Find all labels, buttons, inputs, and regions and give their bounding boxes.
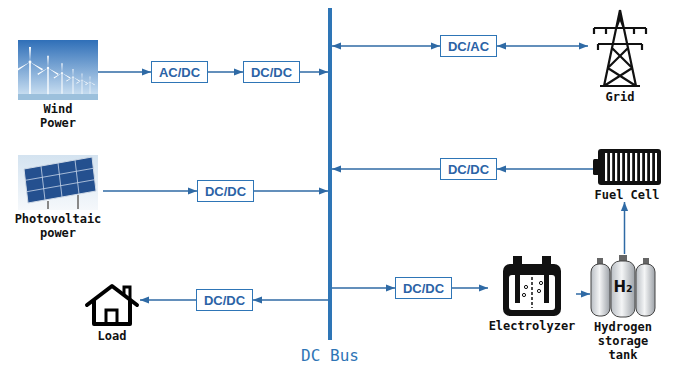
illustration-part: [94, 300, 130, 324]
illustration-part: [24, 157, 96, 203]
converter-label: AC/DC: [159, 65, 200, 80]
illustration-part: [522, 293, 525, 296]
converter-label: DC/DC: [205, 184, 246, 199]
connector-arrow: [140, 299, 196, 301]
illustration-part: [106, 310, 117, 324]
converter-label: DC/DC: [204, 293, 245, 308]
converter-box: DC/DC: [440, 158, 497, 180]
house-icon: [84, 283, 140, 327]
solar-panel-illustration: [18, 155, 98, 210]
load-caption: Load: [97, 329, 127, 343]
illustration-part: [522, 281, 542, 296]
grid-node: Grid: [588, 8, 652, 104]
illustration-part: [539, 281, 542, 284]
converter-box: DC/DC: [197, 180, 254, 202]
illustration-part: [25, 160, 94, 200]
illustration-part: [503, 264, 561, 316]
illustration-part: [605, 153, 657, 181]
illustration-part: [54, 63, 71, 94]
connector-arrow: [332, 287, 395, 289]
connector-arrow: [208, 71, 243, 73]
converter-box: DC/DC: [243, 61, 300, 83]
converter-label: DC/DC: [251, 65, 292, 80]
wind-farm-illustration: [18, 40, 98, 100]
illustration-part: [66, 69, 80, 94]
electrolyzer-node: Electrolyzer: [488, 255, 576, 333]
chemical-formula: H₂: [613, 278, 632, 296]
converter-label: DC/DC: [448, 162, 489, 177]
illustration-part: [18, 40, 98, 100]
grid-caption: Grid: [605, 90, 635, 104]
illustration-part: [18, 155, 98, 210]
illustration-part: [515, 269, 520, 303]
connector-arrow: [332, 45, 440, 47]
dc-bus-bar: DC Bus: [328, 8, 332, 340]
converter-label: DC/DC: [403, 281, 444, 296]
source-caption: Photovoltaic power: [13, 212, 103, 240]
device-caption: Fuel Cell: [594, 188, 661, 202]
connector-arrow: [624, 202, 626, 254]
device-caption: Electrolyzer: [488, 319, 576, 333]
converter-box: DC/DC: [395, 277, 452, 299]
bus-label: DC Bus: [301, 346, 359, 365]
illustration-part: [524, 285, 527, 288]
converter-box: DC/AC: [440, 35, 497, 57]
illustration-part: [18, 47, 43, 94]
illustration-part: [37, 56, 58, 95]
illustration-part: [77, 195, 79, 209]
converter-box: AC/DC: [151, 61, 208, 83]
illustration-part: [591, 264, 610, 316]
wind-power-node: Wind Power: [18, 40, 98, 130]
connector-arrow: [98, 71, 151, 73]
transmission-tower-icon: [588, 8, 652, 88]
illustration-part: [598, 149, 661, 185]
illustration-part: [531, 277, 533, 308]
fuel-cell-node: Fuel Cell: [593, 148, 661, 202]
illustration-part: [594, 10, 646, 86]
connector-arrow: [452, 287, 488, 289]
illustration-part: [85, 76, 95, 93]
connector-arrow: [254, 190, 328, 192]
connector-arrow: [576, 293, 590, 295]
load-node: Load: [84, 283, 140, 343]
connector-arrow: [332, 168, 440, 170]
illustration-part: [47, 201, 49, 209]
hydrogen-tank-node: Hydrogen storage tank H₂: [590, 254, 656, 362]
converter-label: DC/AC: [448, 39, 489, 54]
illustration-part: [636, 264, 655, 316]
device-caption: Hydrogen storage tank: [590, 320, 656, 362]
illustration-part: [537, 289, 540, 292]
connector-arrow: [497, 45, 588, 47]
source-caption: Wind Power: [28, 102, 88, 130]
illustration-part: [76, 73, 87, 94]
connector-arrow: [497, 168, 593, 170]
fuel-cell-icon: [593, 148, 661, 186]
illustration-part: [124, 287, 130, 300]
connector-arrow: [253, 299, 328, 301]
photovoltaic-node: Photovoltaic power: [13, 155, 103, 240]
illustration-part: [544, 269, 549, 303]
electrolyzer-icon: [500, 255, 564, 317]
connector-arrow: [300, 71, 328, 73]
connector-arrow: [103, 190, 197, 192]
illustration-part: [18, 94, 98, 100]
converter-box: DC/DC: [196, 289, 253, 311]
illustration-part: [611, 261, 635, 317]
